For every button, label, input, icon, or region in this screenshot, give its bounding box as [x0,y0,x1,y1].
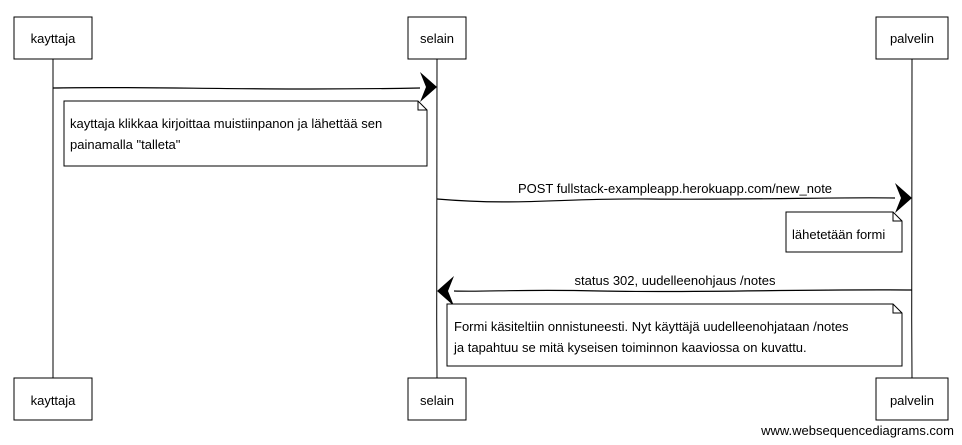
arrowhead [437,276,454,306]
note-selain: Formi käsiteltiin onnistuneesti. Nyt käy… [446,303,903,367]
note-kayttaja: kayttaja klikkaa kirjoittaa muistiinpano… [63,100,428,167]
participant-label: palvelin [890,31,934,46]
note-line: Formi käsiteltiin onnistuneesti. Nyt käy… [454,319,849,334]
watermark-link[interactable]: www.websequencediagrams.com [761,423,954,438]
participant-box-selain-top: selain [407,16,467,60]
lifeline-selain [436,58,438,379]
participant-label: selain [420,393,454,408]
participant-label: palvelin [890,393,934,408]
note-line: ja tapahtuu se mitä kyseisen toiminnon k… [453,340,807,355]
arrowhead [420,72,437,102]
message-arrow-kayttaja-to-selain [52,72,437,102]
participant-box-kayttaja-top: kayttaja [13,16,93,60]
participant-label: selain [420,31,454,46]
participant-box-palvelin-bottom: palvelin [875,377,949,421]
note-line: lähetetään formi [792,227,885,242]
lifeline-kayttaja [52,58,54,379]
message-arrow-palvelin-to-selain: status 302, uudelleenohjaus /notes [437,273,913,306]
note-line: painamalla "talleta" [70,137,181,152]
message-arrow-selain-to-palvelin: POST fullstack-exampleapp.herokuapp.com/… [436,181,912,213]
message-label: POST fullstack-exampleapp.herokuapp.com/… [518,181,832,196]
note-palvelin: lähetetään formi [785,211,903,253]
participant-box-kayttaja-bottom: kayttaja [13,377,93,421]
lifeline-palvelin [911,58,913,379]
participant-label: kayttaja [31,393,77,408]
message-label: status 302, uudelleenohjaus /notes [575,273,776,288]
participant-box-selain-bottom: selain [407,377,467,421]
arrowhead [895,183,912,213]
note-line: kayttaja klikkaa kirjoittaa muistiinpano… [70,116,382,131]
participant-label: kayttaja [31,31,77,46]
participant-box-palvelin-top: palvelin [875,16,949,60]
